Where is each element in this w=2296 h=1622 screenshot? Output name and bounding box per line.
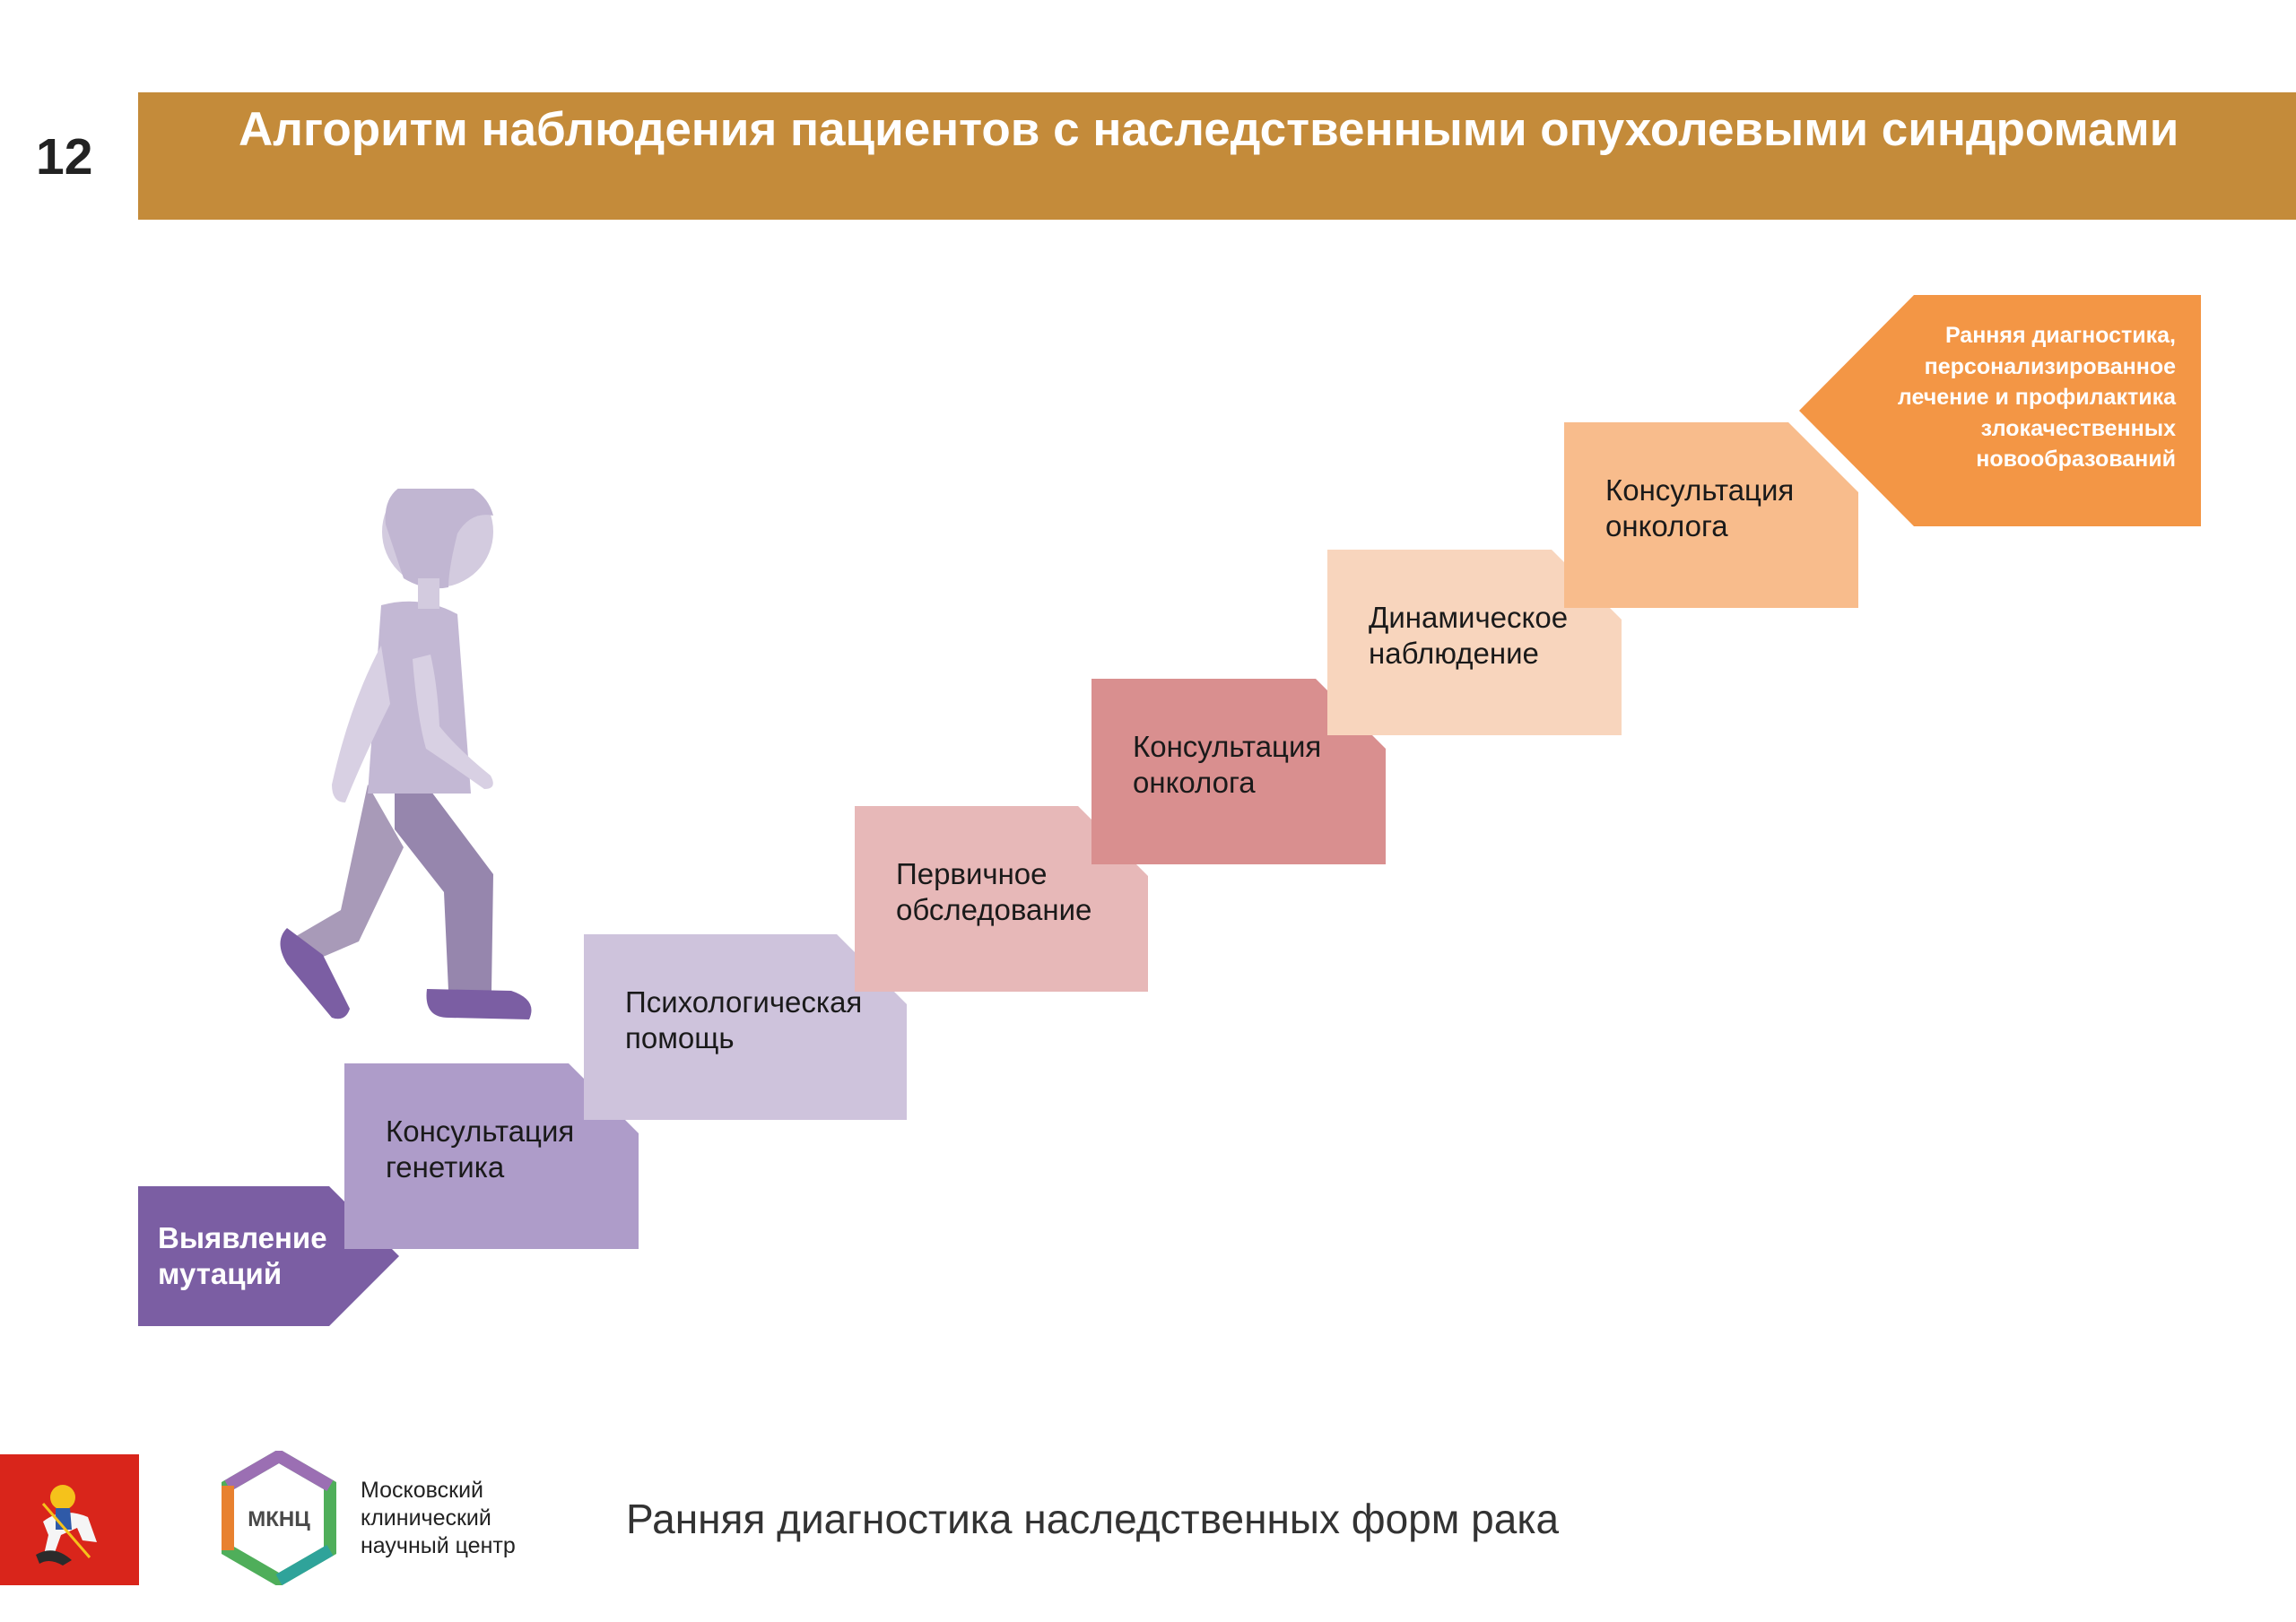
footer-caption: Ранняя диагностика наследственных форм р… bbox=[626, 1496, 1560, 1542]
goal-text: Ранняя диагностика, персонализированное … bbox=[1897, 323, 2176, 472]
organization-name: Московский клинический научный центр bbox=[361, 1478, 516, 1558]
slide-title: Алгоритм наблюдения пациентов с наследст… bbox=[239, 103, 2179, 156]
moscow-coat-of-arms-icon bbox=[0, 1454, 139, 1585]
step-6: Динамическое наблюдение bbox=[1327, 550, 1622, 735]
step-7: Консультация онколога bbox=[1564, 422, 1858, 608]
title-bar bbox=[138, 92, 2296, 220]
goal-box: Ранняя диагностика, персонализированное … bbox=[1799, 295, 2201, 526]
step-label: Консультация онколога bbox=[1133, 730, 1322, 799]
step-label: Консультация онколога bbox=[1605, 473, 1795, 542]
step-label: Динамическое наблюдение bbox=[1369, 601, 1569, 670]
step-3: Психологическая помощь bbox=[584, 934, 907, 1120]
slide-number: 12 bbox=[36, 128, 93, 186]
step-label: Выявление мутаций bbox=[158, 1221, 327, 1290]
logo-abbrev: МКНЦ bbox=[248, 1507, 310, 1531]
step-label: Первичное обследование bbox=[896, 857, 1092, 926]
step-label: Психологическая помощь bbox=[625, 985, 863, 1054]
step-label: Консультация генетика bbox=[386, 1115, 575, 1184]
step-2: Консультация генетика bbox=[344, 1063, 639, 1249]
walking-child-icon bbox=[280, 489, 532, 1019]
mknc-hexagon-logo-icon: МКНЦ bbox=[222, 1451, 336, 1585]
